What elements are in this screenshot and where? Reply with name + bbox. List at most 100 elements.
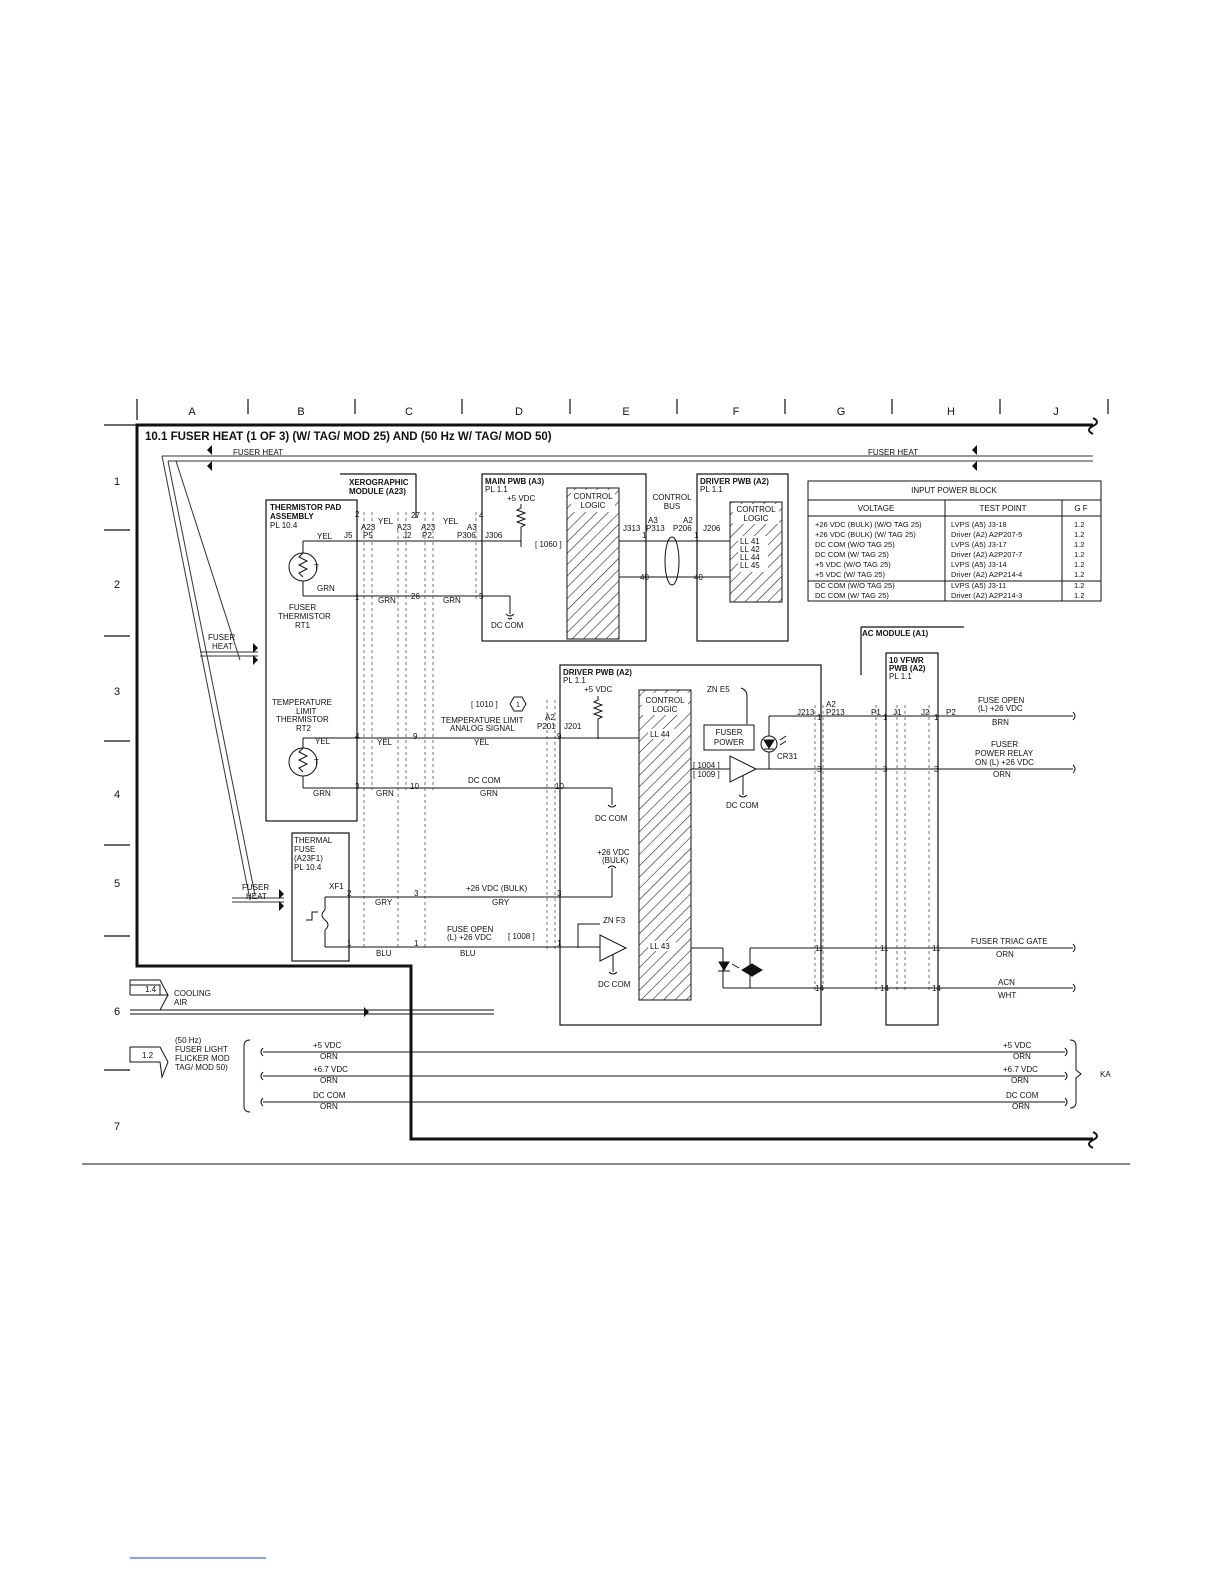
- conn-j2b: J2: [921, 708, 930, 717]
- driver-pwb-top-control-1: CONTROL: [736, 505, 776, 514]
- v26-label-1: +26 VDC: [597, 848, 630, 857]
- conn-j213: J213: [797, 708, 815, 717]
- main-pwb-ref: [ 1060 ]: [535, 540, 562, 549]
- ipb-r0-tp: LVPS (A5) J3-18: [951, 520, 1007, 529]
- pin-3-j5: 3: [355, 782, 360, 791]
- vfwr-pwb-box: [885, 652, 939, 1026]
- driver-pwb-top-pl: PL 1.1: [700, 485, 723, 494]
- dccom-mid: DC COM: [595, 814, 628, 823]
- fuser-heat-label-5b: HEAT: [246, 892, 267, 901]
- flicker-orn-1-left: ORN: [320, 1052, 338, 1061]
- conn-p2b: P2: [946, 708, 956, 717]
- ac-module-bracket: [860, 626, 964, 675]
- wire-grn-4: GRN: [480, 789, 498, 798]
- driver-pwb-bottom-vdc: +5 VDC: [584, 685, 612, 694]
- conn-p213: P213: [826, 708, 845, 717]
- ipb-r2-gf: 1.2: [1074, 540, 1084, 549]
- row-label-4: 4: [114, 789, 120, 801]
- pin-14-j1: 14: [880, 984, 889, 993]
- conn-p1: P1: [871, 708, 881, 717]
- pin-11-j213: 11: [815, 944, 824, 953]
- ll-43: LL 43: [650, 942, 670, 951]
- conn-j2: J2: [403, 531, 412, 540]
- main-pwb-control-logic: [566, 487, 620, 640]
- conn-a23-1: A23: [361, 523, 376, 532]
- row-labels: 1 2 3 4 5 6 7: [114, 476, 120, 1133]
- conn-p5: P5: [363, 531, 373, 540]
- driver-pwb-top-box: [696, 473, 789, 642]
- pin-14-j213: 14: [815, 984, 824, 993]
- zn-e5: ZN E5: [707, 685, 730, 694]
- thermistor-pad-pl: PL 10.4: [270, 521, 298, 530]
- flicker-v67-left: +6.7 VDC: [313, 1065, 348, 1074]
- dccom-mid-ground: [607, 804, 617, 808]
- row-label-6: 6: [114, 1006, 120, 1018]
- thermal-fuse-label-4: PL 10.4: [294, 863, 322, 872]
- ipb-r5-voltage: +5 VDC (W/ TAG 25): [815, 570, 885, 579]
- ipb-header-testpoint: TEST POINT: [980, 504, 1027, 513]
- pin-11-j2: 11: [932, 944, 941, 953]
- cooling-ref: 1.4: [145, 985, 157, 994]
- fuser-power-1: FUSER: [715, 728, 742, 737]
- v26-label-2: (BULK): [602, 856, 629, 865]
- main-pwb-dccom: DC COM: [491, 621, 524, 630]
- conn-a23-2: A23: [397, 523, 412, 532]
- rt1-grn: GRN: [317, 584, 335, 593]
- acn-label: ACN: [998, 978, 1015, 987]
- fuser-power-box: [703, 724, 755, 751]
- thermistor-rt2-symbol: [288, 737, 357, 789]
- ipb-r1-gf: 1.2: [1074, 530, 1084, 539]
- thermal-fuse-label-2: FUSE: [294, 845, 315, 854]
- pin-1-c: 1: [414, 939, 419, 948]
- pin-1-b: 1: [642, 531, 647, 540]
- ipb-r1-tp: Driver (A2) A2P207-5: [951, 530, 1022, 539]
- fuser-heat-label-5: FUSER: [242, 883, 269, 892]
- row-label-3: 3: [114, 686, 120, 698]
- ref-1010: [ 1010 ]: [471, 700, 498, 709]
- ipb-r2-tp: LVPS (A5) J3-17: [951, 540, 1007, 549]
- main-pwb-control-1: CONTROL: [573, 492, 613, 501]
- wire-yel-2: YEL: [443, 517, 459, 526]
- fuser-heat-bus: [161, 455, 1093, 903]
- ipb-r3-tp: Driver (A2) A2P207-7: [951, 550, 1022, 559]
- conn-a2: A2: [683, 516, 693, 525]
- buffer-lower-ground: [608, 971, 618, 975]
- driver-bottom-control-2: LOGIC: [653, 705, 678, 714]
- control-bus-1: CONTROL: [652, 493, 692, 502]
- thermistor-pad-title-1: THERMISTOR PAD: [270, 503, 341, 512]
- wire-blu-1: BLU: [376, 949, 392, 958]
- col-label-a: A: [188, 406, 196, 418]
- flicker-ka: KA: [1100, 1070, 1111, 1079]
- ipb-r7-voltage: DC COM (W/ TAG 25): [815, 591, 889, 600]
- conn-p206: P206: [673, 524, 692, 533]
- pin-1-xf1: 1: [347, 939, 352, 948]
- driver-pwb-bottom-box: [559, 664, 822, 1026]
- col-label-g: G: [837, 406, 846, 418]
- pin-27: 27: [411, 511, 420, 520]
- main-pwb-control-label-bg: [571, 490, 615, 512]
- fuser-power-2: POWER: [714, 738, 744, 747]
- zn-e5-lead: [740, 687, 748, 724]
- col-label-b: B: [297, 406, 304, 418]
- ll44-bg: [648, 729, 676, 739]
- fuser-triac-gate: FUSER TRIAC GATE: [971, 937, 1048, 946]
- wire-grn-2: GRN: [443, 596, 461, 605]
- rt1-label-2: THERMISTOR: [278, 612, 331, 621]
- col-label-f: F: [733, 406, 740, 418]
- flicker-orn-3-left: ORN: [320, 1102, 338, 1111]
- flicker-ref: 1.2: [142, 1051, 154, 1060]
- pin-40-b: 40: [640, 573, 649, 582]
- ipb-r5-tp: Driver (A2) A2P214-4: [951, 570, 1022, 579]
- dccom-buffer-lower: DC COM: [598, 980, 631, 989]
- conn-p2: P2: [422, 531, 432, 540]
- fuser-heat-label-right: FUSER HEAT: [868, 448, 918, 457]
- ipb-r4-tp: LVPS (A5) J3-14: [951, 560, 1007, 569]
- flicker-orn-2-right: ORN: [1011, 1076, 1029, 1085]
- connector-columns: [363, 512, 930, 990]
- vfwr-label-1: 10 VFWR: [889, 656, 924, 665]
- col-label-d: D: [515, 406, 523, 418]
- rt1-yel: YEL: [317, 532, 333, 541]
- ref-1008: [ 1008 ]: [508, 932, 535, 941]
- flicker-orn-2-left: ORN: [320, 1076, 338, 1085]
- flicker-orn-1-right: ORN: [1013, 1052, 1031, 1061]
